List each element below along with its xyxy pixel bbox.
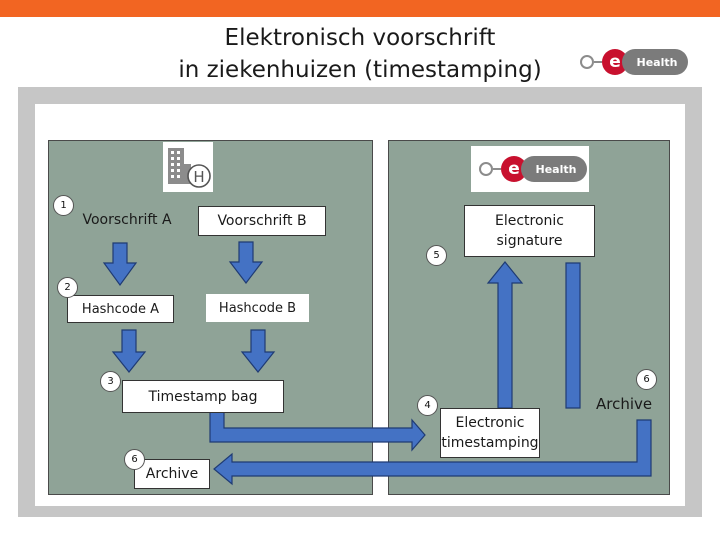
timestamping-line-2: timestamping — [441, 435, 539, 451]
voorschrift-a-box: Voorschrift A — [66, 205, 188, 235]
signature-line-1: Electronic — [494, 213, 564, 229]
electronic-signature-box: Electronic signature — [464, 205, 595, 257]
slide-title: Elektronisch voorschrift in ziekenhuizen… — [150, 22, 570, 86]
ehealth-logo-header: e Health — [580, 49, 688, 75]
down-arrow-b-2 — [240, 329, 276, 373]
step-1-badge: 1 — [53, 195, 74, 216]
logo-health-label: Health — [521, 156, 587, 182]
down-arrow-a-2 — [111, 329, 147, 373]
logo-health-label: Health — [622, 49, 688, 75]
timestamping-to-signature-arrow — [486, 261, 524, 409]
voorschrift-b-label: Voorschrift B — [217, 213, 307, 229]
step-2-badge: 2 — [57, 277, 78, 298]
top-accent-bar — [0, 0, 720, 17]
logo-ring-icon — [479, 162, 493, 176]
voorschrift-a-label: Voorschrift A — [82, 212, 172, 228]
step-4-badge: 4 — [417, 395, 438, 416]
archive-right-label: Archive — [596, 395, 653, 413]
hashcode-b-label: Hashcode B — [218, 300, 297, 316]
electronic-timestamping-box: Electronic timestamping — [440, 408, 540, 458]
step-5-badge: 5 — [426, 245, 447, 266]
timestamp-to-timestamping-arrow — [209, 411, 426, 452]
step-3-badge: 3 — [100, 371, 121, 392]
down-arrow-a-1 — [102, 242, 138, 287]
timestamping-line-1: Electronic — [455, 415, 525, 431]
step-6-left-badge: 6 — [124, 449, 145, 470]
title-line-1: Elektronisch voorschrift — [224, 25, 496, 51]
hospital-letter: H — [193, 168, 204, 186]
hashcode-a-label: Hashcode A — [81, 301, 160, 317]
down-arrow-b-1 — [228, 241, 264, 284]
voorschrift-b-box: Voorschrift B — [198, 206, 326, 236]
hospital-icon: H — [163, 142, 213, 192]
signature-to-archive-arrow — [565, 262, 581, 409]
step-6-right-badge: 6 — [636, 369, 657, 390]
hashcode-a-box: Hashcode A — [67, 295, 174, 323]
ehealth-logo-panel: e Health — [471, 146, 589, 192]
timestamp-bag-label: Timestamp bag — [148, 388, 258, 405]
title-line-2: in ziekenhuizen (timestamping) — [178, 57, 542, 83]
archive-left-label: Archive — [145, 466, 199, 482]
timestamp-bag-box: Timestamp bag — [122, 380, 284, 413]
archive-left-box: Archive — [134, 459, 210, 489]
signature-line-2: signature — [496, 233, 563, 249]
hashcode-b-box: Hashcode B — [206, 294, 309, 322]
return-to-archive-arrow — [213, 419, 652, 486]
logo-ring-icon — [580, 55, 594, 69]
